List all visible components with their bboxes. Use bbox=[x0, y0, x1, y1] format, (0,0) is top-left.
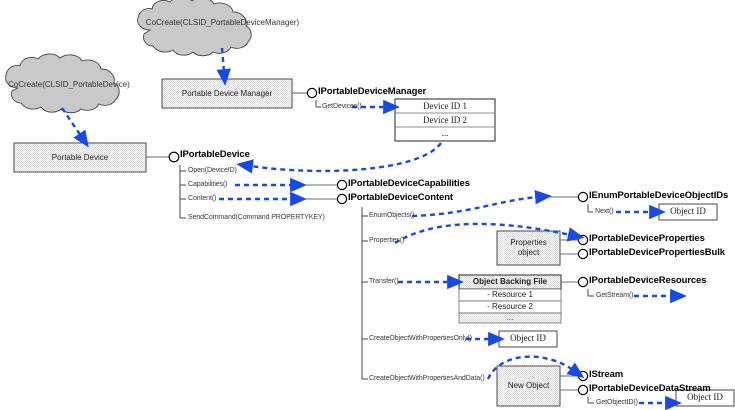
object-backing-file-header: Object Backing File bbox=[472, 277, 548, 286]
method-content: Content() bbox=[188, 195, 217, 202]
cloud-cocreate-manager bbox=[137, 0, 252, 57]
obj-new-object-label: New Object bbox=[507, 381, 550, 390]
method-enumobjects: EnumObjects() bbox=[369, 212, 415, 219]
lollipop-iportabledevicepropertiesbulk bbox=[577, 248, 589, 260]
iface-iportabledevicepropertiesbulk-label: IPortableDevicePropertiesBulk bbox=[589, 247, 725, 258]
cloud-cocreate-device-label: CoCreate(CLSID_PortableDevice) bbox=[8, 80, 130, 89]
lollipop-iportabledevicecontent bbox=[336, 193, 348, 205]
arrow-enumobjects bbox=[411, 190, 552, 218]
iface-iportabledeviceproperties-label: IPortableDeviceProperties bbox=[589, 233, 705, 244]
arrow-create-props-and-data bbox=[486, 355, 585, 380]
method-properties: Properties() bbox=[369, 237, 405, 244]
cloud-cocreate-device bbox=[5, 53, 120, 114]
iface-iportabledevicecontent-label: IPortableDeviceContent bbox=[348, 192, 453, 203]
method-getstream: GetStream() bbox=[596, 292, 634, 299]
method-next: Next() bbox=[595, 208, 614, 215]
iface-iportabledevicemanager-label: IPortableDeviceManager bbox=[318, 86, 427, 97]
lollipop-circles bbox=[168, 87, 589, 396]
object-id-box-create-props-only-label: Object ID bbox=[510, 333, 546, 343]
method-open: Open(DeviceID) bbox=[188, 167, 237, 174]
arrow-deviceid-to-open bbox=[236, 142, 442, 174]
obj-new-object bbox=[496, 365, 561, 407]
device-id-row-1: Device ID 1 bbox=[423, 101, 467, 111]
obj-properties-object-label-1: Properties bbox=[510, 238, 547, 247]
blue-flow-arrows bbox=[61, 47, 687, 410]
device-id-row-3: ... bbox=[441, 128, 449, 138]
lollipop-iportabledeviceproperties bbox=[577, 234, 589, 246]
arrow-cocreate-manager bbox=[216, 47, 231, 86]
lollipop-istream bbox=[577, 370, 589, 382]
object-id-box-enum-label: Object ID bbox=[670, 206, 706, 216]
table-object-backing-file bbox=[458, 274, 562, 324]
object-id-box-datastream-label: Object ID bbox=[687, 392, 723, 402]
lollipop-iportabledevicecapabilities bbox=[336, 179, 348, 191]
iface-iportabledeviceresources-label: IPortableDeviceResources bbox=[589, 275, 707, 286]
object-backing-file-row-1: - Resource 1 bbox=[487, 290, 533, 299]
method-getdevices: GetDevices() bbox=[322, 103, 362, 110]
cloud-cocreate-manager-label: CoCreate(CLSID_PortableDeviceManager) bbox=[145, 18, 300, 27]
table-device-id-list bbox=[394, 98, 496, 142]
lollipop-iportabledevice bbox=[168, 151, 180, 163]
iface-iportabledevicedatastream-label: IPortableDeviceDataStream bbox=[589, 383, 711, 394]
iface-istream-label: IStream bbox=[589, 369, 624, 380]
iface-iportabledevicecapabilities-label: IPortableDeviceCapabilities bbox=[348, 178, 470, 189]
method-createobjectwithpropertiesanddata: CreateObjectWithPropertiesAndData() bbox=[369, 375, 485, 382]
iface-ienumportabledeviceobjectids-label: IEnumPortableDeviceObjectIDs bbox=[589, 190, 729, 201]
lollipop-ienumportabledeviceobjectids bbox=[577, 191, 589, 203]
arrow-cocreate-device bbox=[61, 107, 89, 148]
obj-properties-object-label-2: object bbox=[517, 248, 540, 257]
object-backing-file-row-3: ... bbox=[506, 313, 514, 322]
method-getobjectid: GetObjectID() bbox=[596, 399, 638, 406]
object-backing-file-row-2: - Resource 2 bbox=[487, 302, 533, 311]
method-capabilities: Capabilities() bbox=[188, 181, 228, 188]
device-id-row-2: Device ID 2 bbox=[423, 115, 467, 125]
obj-properties-object bbox=[496, 230, 561, 266]
lollipop-iportabledevicedatastream bbox=[577, 384, 589, 396]
lollipop-iportabledevicemanager bbox=[306, 87, 318, 99]
iface-iportabledevice-label: IPortableDevice bbox=[180, 149, 250, 160]
lollipop-iportabledeviceresources bbox=[577, 276, 589, 288]
method-createobjectwithpropertiesonly: CreateObjectWithPropertiesOnly() bbox=[369, 335, 472, 342]
arrow-properties bbox=[394, 222, 585, 245]
method-transfer: Transfer() bbox=[369, 278, 399, 285]
method-sendcommand: SendCommand(Command PROPERTYKEY) bbox=[188, 214, 325, 221]
method-brackets bbox=[179, 100, 594, 404]
obj-portable-device-label: Portable Device bbox=[51, 153, 109, 162]
obj-portable-device bbox=[13, 142, 147, 173]
obj-portable-device-manager-label: Portable Device Manager bbox=[181, 89, 273, 98]
